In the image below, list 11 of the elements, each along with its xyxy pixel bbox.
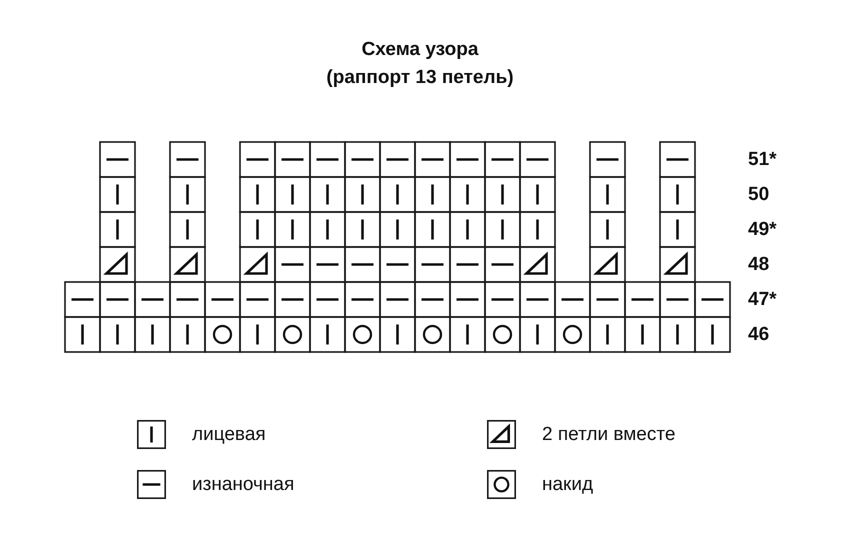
legend-label: накид <box>542 474 594 496</box>
chart-title: Схема узора (раппорт 13 петель) <box>325 38 515 90</box>
row-number: 48 <box>748 254 770 276</box>
legend-label: изнаночная <box>192 474 294 496</box>
row-number: 50 <box>748 184 770 206</box>
row-number: 46 <box>748 324 770 346</box>
row-number: 47* <box>748 288 777 310</box>
row-number: 49* <box>748 218 777 240</box>
legend-label: 2 петли вместе <box>542 424 676 446</box>
legend-label: лицевая <box>192 424 266 446</box>
row-number: 51* <box>748 148 777 170</box>
